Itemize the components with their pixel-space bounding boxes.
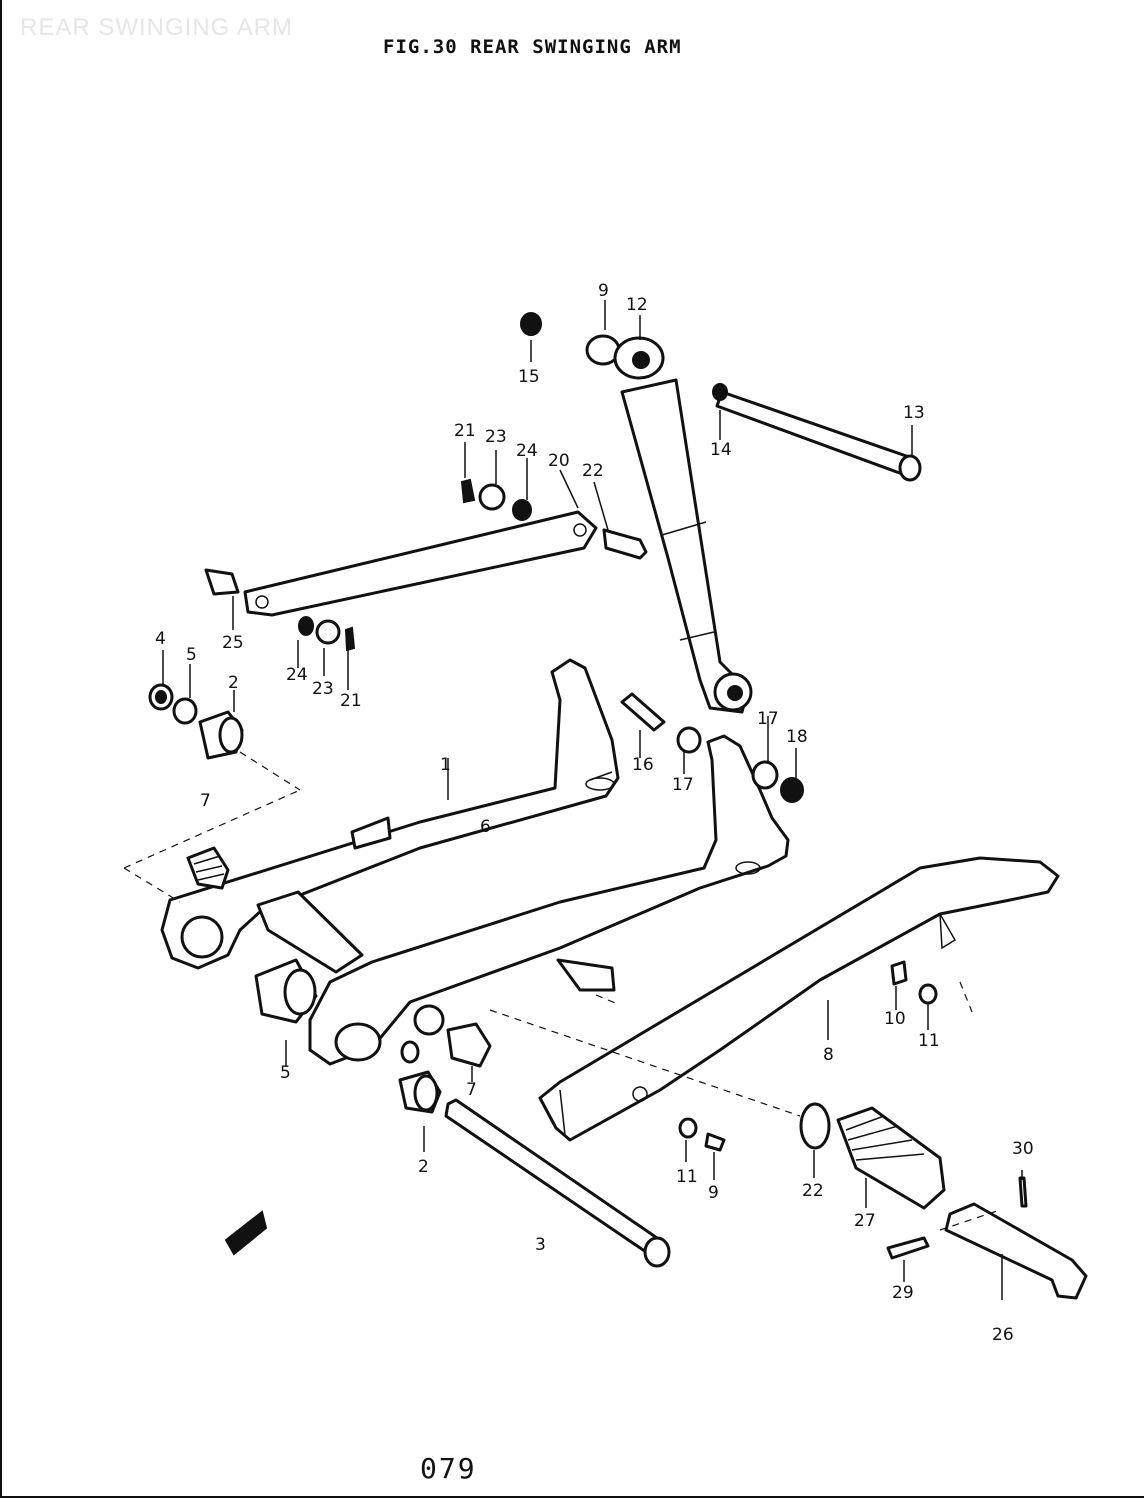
callout-24-lower: 24 xyxy=(286,665,308,685)
front-arrow-icon xyxy=(224,1210,268,1256)
bolt-part-10 xyxy=(890,960,908,986)
callout-17-lower: 17 xyxy=(672,775,694,795)
cotter-pin-part-21a xyxy=(460,478,476,504)
nut-part-15 xyxy=(520,312,542,336)
nut-part-18 xyxy=(780,777,804,803)
callout-24-upper: 24 xyxy=(516,441,538,461)
callout-7-lower: 7 xyxy=(466,1080,477,1100)
nut-part-24a xyxy=(512,499,532,521)
bolt-part-16 xyxy=(620,692,666,732)
cross-tube xyxy=(256,890,364,974)
torque-rod-part-20 xyxy=(204,510,648,617)
washer-part-23a xyxy=(478,483,506,511)
washer-footrest xyxy=(799,1102,831,1150)
callout-20: 20 xyxy=(548,451,570,471)
rod-end-bolt-part-22 xyxy=(602,528,648,560)
bolt-part-9b xyxy=(704,1132,726,1152)
callout-11-right: 11 xyxy=(918,1031,940,1051)
callout-3: 3 xyxy=(535,1235,546,1255)
callout-16: 16 xyxy=(632,755,654,775)
footrest-rubber-part-27 xyxy=(836,1106,946,1210)
rear-shock-absorber xyxy=(585,334,753,714)
callout-11-lower: 11 xyxy=(676,1167,698,1187)
callout-12: 12 xyxy=(626,295,648,315)
left-pivot-hole xyxy=(180,915,224,959)
washer-part-11b xyxy=(678,1117,698,1139)
callout-23-upper: 23 xyxy=(485,427,507,447)
callout-9-upper: 9 xyxy=(598,281,609,301)
callout-2-upper: 2 xyxy=(228,673,239,693)
callout-18: 18 xyxy=(786,727,808,747)
callout-13: 13 xyxy=(903,403,925,423)
callout-17-upper: 17 xyxy=(757,709,779,729)
leader-lines xyxy=(123,300,1023,1300)
page-number: 079 xyxy=(420,1452,477,1485)
callout-5-lower: 5 xyxy=(280,1063,291,1083)
watermark: REAR SWINGING ARM xyxy=(20,14,294,41)
washer-part-11a xyxy=(918,983,938,1005)
bushing-part-7-right xyxy=(446,1022,492,1068)
figure-title: FIG.30 REAR SWINGING ARM xyxy=(383,36,682,58)
washer-part-17b xyxy=(751,760,779,790)
washer-part-17a xyxy=(676,726,702,754)
callout-1: 1 xyxy=(440,755,451,775)
footrest-shaft-part-26 xyxy=(944,1202,1088,1300)
callout-4: 4 xyxy=(155,629,166,649)
chain-case-part-8 xyxy=(538,856,1060,1142)
callout-labels: 1 2 2 3 4 5 5 6 7 7 8 9 9 10 11 11 12 13… xyxy=(155,281,1034,1345)
callout-26: 26 xyxy=(992,1325,1014,1345)
swing-arm-part-1 xyxy=(160,658,790,1066)
brace-bracket xyxy=(350,816,392,850)
callout-21-lower: 21 xyxy=(340,691,362,711)
callout-2-lower: 2 xyxy=(418,1157,429,1177)
shock-body xyxy=(620,378,750,714)
callout-29: 29 xyxy=(892,1283,914,1303)
pivot-shaft-part-3 xyxy=(444,1098,671,1268)
callout-6: 6 xyxy=(480,817,491,837)
callout-8: 8 xyxy=(823,1045,834,1065)
right-pivot-hole xyxy=(334,1022,382,1062)
pin-part-30 xyxy=(1018,1176,1028,1208)
callout-22-lower: 22 xyxy=(802,1181,824,1201)
bushing-part-7-left xyxy=(186,846,230,890)
pin-part-29 xyxy=(886,1236,930,1260)
bushing-hole-center xyxy=(413,1004,445,1036)
callout-15: 15 xyxy=(518,367,540,387)
callout-25: 25 xyxy=(222,633,244,653)
callout-27: 27 xyxy=(854,1211,876,1231)
grease-nipple xyxy=(400,1040,420,1064)
callout-10: 10 xyxy=(884,1009,906,1029)
washer-part-5 xyxy=(172,697,198,725)
callout-14: 14 xyxy=(710,440,732,460)
nut-part-23b xyxy=(315,619,341,645)
callout-30: 30 xyxy=(1012,1139,1034,1159)
nut-part-14 xyxy=(712,383,728,401)
callout-5-upper: 5 xyxy=(186,645,197,665)
rod-end-bolt-part-25 xyxy=(204,568,240,596)
shock-mount-bolt-part-13 xyxy=(712,383,922,482)
callout-9-lower: 9 xyxy=(708,1183,719,1203)
callout-7-upper: 7 xyxy=(200,791,211,811)
cotter-pin-part-21b xyxy=(344,626,356,652)
callout-21-upper: 21 xyxy=(454,421,476,441)
callout-22-upper: 22 xyxy=(582,461,604,481)
chain-guard-mount-bracket xyxy=(556,958,616,992)
washer-part-24b xyxy=(298,616,314,636)
callout-23-lower: 23 xyxy=(312,679,334,699)
